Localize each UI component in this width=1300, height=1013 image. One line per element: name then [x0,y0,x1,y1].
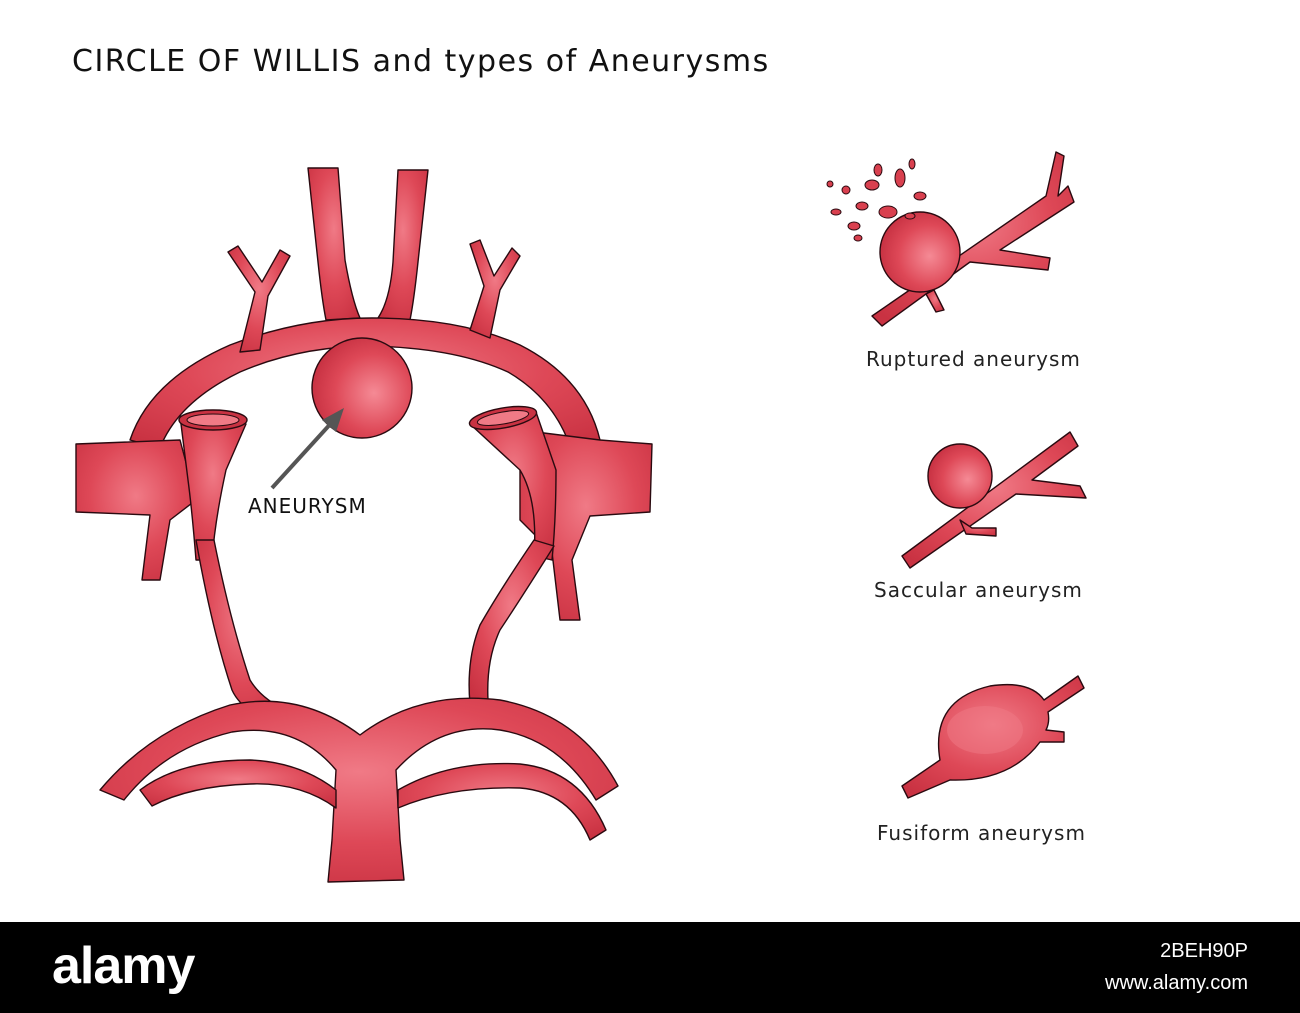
posterior-communicating-left [195,539,291,725]
image-id: 2BEH90P [1160,940,1248,962]
anterior-cerebral-artery-left [307,167,361,321]
circle-of-willis [75,167,653,883]
fusiform-aneurysm-illustration [901,675,1085,799]
circle-of-willis-diagram [75,151,1087,883]
superior-cerebellar-left [139,759,337,809]
cut-vessel-left [179,415,247,561]
branch-right [469,239,521,339]
anterior-cerebral-artery-right [377,169,429,321]
saccular-aneurysm-illustration [901,431,1087,569]
aneurysm-pointer-arrow [270,408,344,490]
posterior-communicating-right [468,539,555,705]
superior-cerebellar-right [397,762,607,841]
site-url[interactable]: www.alamy.com [1105,972,1248,994]
cut-vessel-right [469,411,557,561]
footer-bar: alamy 2BEH90P www.alamy.com [0,922,1300,1013]
posterior-arch [99,697,619,883]
aneurysm-label: ANEURYSM [248,494,367,518]
saccular-aneurysm-caption: Saccular aneurysm [874,578,1083,602]
ruptured-aneurysm-caption: Ruptured aneurysm [866,347,1081,371]
page-title: CIRCLE OF WILLIS and types of Aneurysms [72,44,770,79]
alamy-logo[interactable]: alamy [52,937,195,995]
ruptured-aneurysm-illustration [826,151,1075,327]
branch-left [227,245,291,353]
internal-carotid-left [75,439,197,581]
fusiform-aneurysm-caption: Fusiform aneurysm [877,821,1086,845]
